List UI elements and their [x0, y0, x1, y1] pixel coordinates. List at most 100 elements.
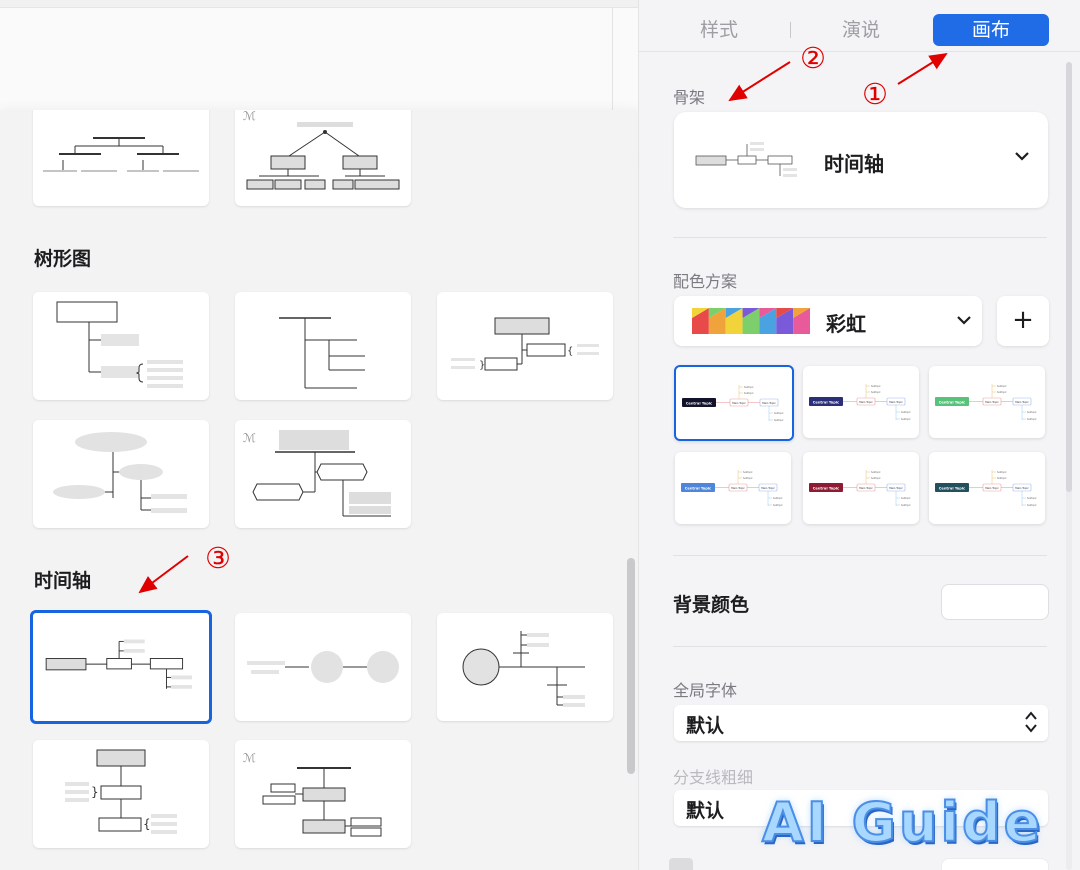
- bg-color-picker[interactable]: [941, 584, 1049, 620]
- palette-swatch: [759, 308, 777, 334]
- central-topic-label: Central Topic: [813, 487, 839, 491]
- layout-card-timeline-circles[interactable]: [235, 613, 411, 721]
- canvas-divider: [612, 8, 613, 118]
- subtopic-label: Subtopic: [901, 504, 911, 507]
- theme-card[interactable]: Central Topic Main Topic Main Topic Subt…: [929, 452, 1045, 524]
- main-topic-label: Main Topic: [859, 400, 873, 404]
- central-topic-label: Central Topic: [939, 401, 965, 405]
- svg-text:{: {: [143, 817, 151, 831]
- subtopic-label: Subtopic: [871, 391, 881, 394]
- subtopic-label: Subtopic: [743, 471, 753, 474]
- subtopic-label: Subtopic: [774, 412, 784, 415]
- layout-card-org-chart-boxes[interactable]: ℳ: [235, 110, 411, 206]
- bottom-picker[interactable]: [941, 858, 1049, 870]
- tab-separator: [790, 22, 791, 38]
- global-font-label: 全局字体: [673, 681, 738, 700]
- main-topic-label: Main Topic: [761, 486, 775, 490]
- layout-card-tree-lines[interactable]: [235, 292, 411, 400]
- palette-swatch: [708, 308, 726, 318]
- central-topic-label: Central Topic: [685, 487, 711, 491]
- chevron-down-icon: [1014, 150, 1030, 166]
- branch-width-select[interactable]: 默认: [674, 790, 1048, 826]
- main-topic-label: Main Topic: [985, 486, 999, 490]
- theme-card[interactable]: Central Topic Main Topic Main Topic Subt…: [674, 365, 794, 441]
- bg-color-label: 背景颜色: [673, 594, 750, 616]
- section-title-timeline: 时间轴: [34, 570, 92, 592]
- layout-card-tree-hexagon[interactable]: ℳ: [235, 420, 411, 528]
- bottom-checkbox[interactable]: [669, 858, 693, 870]
- main-topic-label: Main Topic: [1015, 400, 1029, 404]
- central-topic-box: [809, 483, 843, 492]
- global-font-select[interactable]: 默认: [674, 705, 1048, 741]
- subtopic-label: Subtopic: [997, 385, 1007, 388]
- add-color-scheme-button[interactable]: +: [997, 296, 1049, 346]
- main-topic-label: Main Topic: [762, 401, 776, 405]
- svg-text:{: {: [567, 346, 573, 357]
- color-scheme-select[interactable]: 彩虹: [674, 296, 982, 346]
- panel-scrollbar[interactable]: [1066, 62, 1072, 492]
- palette-swatch: [708, 308, 726, 334]
- central-topic-label: Central Topic: [813, 401, 839, 405]
- subtopic-label: Subtopic: [901, 418, 911, 421]
- theme-card[interactable]: Central Topic Main Topic Main Topic Subt…: [803, 366, 919, 438]
- skeleton-value: 时间轴: [824, 152, 884, 176]
- subtopic-label: Subtopic: [744, 386, 754, 389]
- main-topic-label: Main Topic: [889, 486, 903, 490]
- central-topic-box: [809, 397, 843, 406]
- chevron-down-icon: [956, 314, 972, 330]
- tab-canvas[interactable]: 画布: [933, 14, 1049, 46]
- central-topic-box: [682, 398, 716, 407]
- central-topic-box: [681, 483, 715, 492]
- layout-card-timeline-top-down[interactable]: } {: [33, 740, 209, 848]
- palette-swatch: [793, 308, 810, 318]
- svg-text:ℳ: ℳ: [243, 751, 256, 765]
- up-down-chevron-icon: [1024, 709, 1038, 738]
- palette-swatch: [793, 308, 810, 334]
- layout-card-tree-rounded[interactable]: [33, 420, 209, 528]
- main-topic-label: Main Topic: [1015, 486, 1029, 490]
- annotation-1: ①: [862, 77, 888, 111]
- rainbow-palette-icon: [692, 308, 810, 334]
- layout-card-timeline-selected[interactable]: [30, 610, 212, 724]
- svg-text:ℳ: ℳ: [243, 431, 256, 445]
- theme-card[interactable]: Central Topic Main Topic Main Topic Subt…: [929, 366, 1045, 438]
- svg-text:}: }: [91, 785, 99, 799]
- annotation-2: ②: [800, 41, 826, 75]
- watermark-logo: AI Guide: [761, 791, 1044, 854]
- color-scheme-value: 彩虹: [826, 312, 866, 336]
- timeline-thumbnail-icon: [695, 142, 797, 177]
- subtopic-label: Subtopic: [1027, 497, 1037, 500]
- tab-style[interactable]: 样式: [699, 19, 738, 41]
- subtopic-label: Subtopic: [997, 391, 1007, 394]
- subtopic-label: Subtopic: [997, 471, 1007, 474]
- subtopic-label: Subtopic: [1027, 418, 1037, 421]
- subtopic-label: Subtopic: [774, 419, 784, 422]
- canvas-top-bar: [0, 0, 638, 8]
- palette-swatch: [776, 308, 794, 318]
- divider: [673, 555, 1047, 556]
- divider: [673, 237, 1047, 238]
- layout-card-timeline-vertical[interactable]: [437, 613, 613, 721]
- layout-card-tree-both-sides[interactable]: { }: [437, 292, 613, 400]
- layout-card-org-chart-lines[interactable]: [33, 110, 209, 206]
- layout-card-timeline-fishbone[interactable]: ℳ: [235, 740, 411, 848]
- tab-presentation[interactable]: 演说: [841, 19, 880, 41]
- skeleton-select[interactable]: 时间轴: [674, 112, 1048, 208]
- palette-swatch: [776, 308, 794, 334]
- palette-swatch: [725, 308, 743, 334]
- theme-card[interactable]: Central Topic Main Topic Main Topic Subt…: [675, 452, 791, 524]
- theme-card[interactable]: Central Topic Main Topic Main Topic Subt…: [803, 452, 919, 524]
- palette-swatch: [759, 308, 777, 318]
- format-panel: 样式 演说 画布 骨架 时间轴 配色方案 彩虹 +: [638, 0, 1080, 870]
- section-title-tree: 树形图: [34, 248, 92, 270]
- color-scheme-label: 配色方案: [673, 272, 738, 291]
- palette-swatch: [692, 308, 709, 334]
- svg-text:}: }: [479, 360, 485, 371]
- annotation-3: ③: [205, 541, 231, 575]
- layout-card-tree-right[interactable]: [33, 292, 209, 400]
- popover-scrollbar[interactable]: [627, 558, 635, 774]
- branch-width-value: 默认: [686, 800, 725, 822]
- subtopic-label: Subtopic: [871, 471, 881, 474]
- svg-text:ℳ: ℳ: [243, 110, 256, 123]
- main-topic-label: Main Topic: [859, 486, 873, 490]
